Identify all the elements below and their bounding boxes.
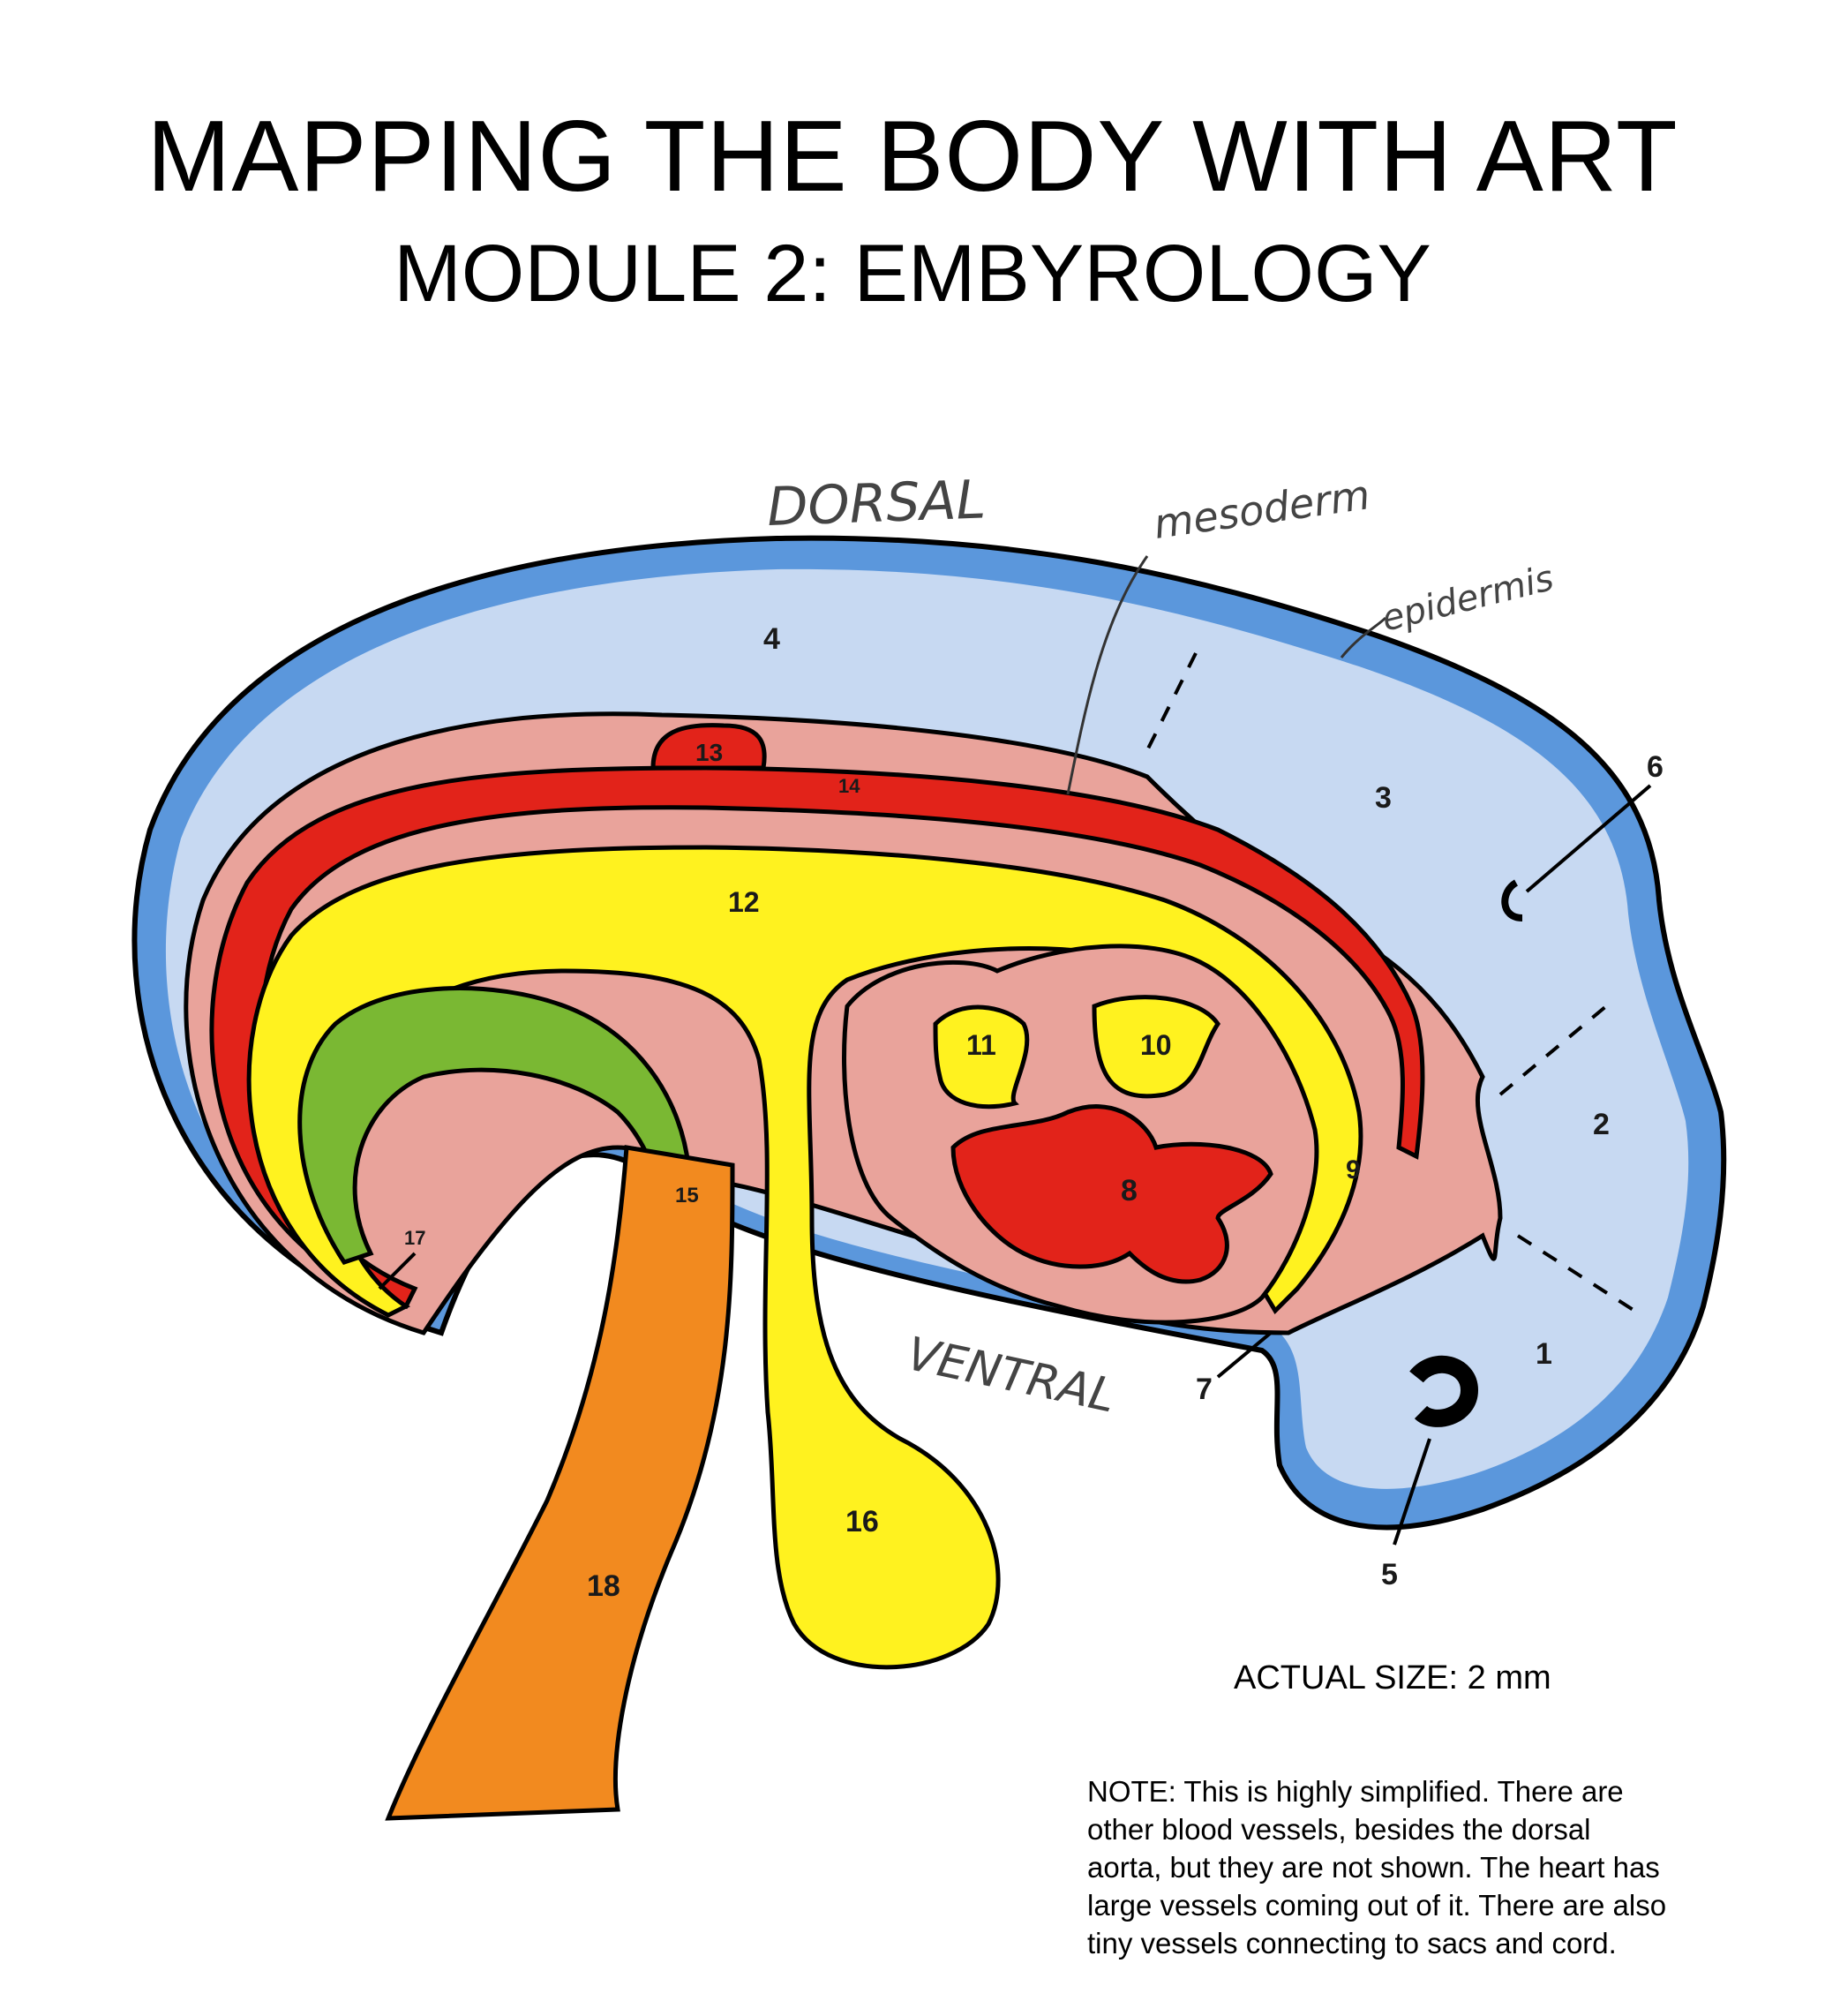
label-5: 5 [1381,1558,1398,1591]
connecting-stalk [385,1145,735,1821]
label-7: 7 [1196,1373,1213,1406]
neural-tube [650,723,767,771]
actual-size-label: ACTUAL SIZE: 2 mm [1234,1659,1551,1696]
pharyngeal-pouch-10 [1092,995,1221,1099]
pharyngeal-pouch-11 [933,1004,1030,1110]
label-13: 13 [695,739,723,766]
eye-lens [1409,1355,1479,1427]
divider-3-4 [1145,652,1198,751]
page-subtitle: MODULE 2: EMBYROLOGY [394,229,1431,319]
leader-17 [378,1252,417,1290]
note-line: large vessels coming out of it. There ar… [1087,1889,1667,1922]
leader-6 [1525,784,1652,893]
page-title: MAPPING THE BODY WITH ART [146,101,1679,213]
label-16: 16 [845,1505,879,1538]
heart [950,1104,1273,1284]
label-2: 2 [1593,1108,1610,1141]
divider-2-3 [1498,1004,1608,1096]
leader-5 [1393,1438,1431,1546]
label-4: 4 [763,622,780,656]
note-line: other blood vessels, besides the dorsal [1087,1813,1591,1846]
mesoderm-label: mesoderm [1151,470,1373,548]
ventral-label: VENTRAL [902,1328,1120,1424]
endoderm-gut [246,845,1363,1670]
divider-1-2 [1516,1234,1643,1317]
note-text: NOTE: This is highly simplified. There a… [1087,1772,1793,1962]
leader-epidermis [1340,616,1387,658]
label-10: 10 [1140,1029,1172,1061]
note-line: tiny vessels connecting to sacs and cord… [1087,1927,1617,1960]
label-14: 14 [838,775,860,797]
label-1: 1 [1536,1337,1552,1371]
leader-7 [1216,1331,1273,1379]
label-11: 11 [966,1029,996,1061]
label-12: 12 [728,886,760,918]
label-3: 3 [1375,781,1392,815]
note-line: NOTE: This is highly simplified. There a… [1087,1775,1624,1808]
otic-vesicle [1501,879,1523,921]
leader-mesoderm [1066,555,1149,795]
epidermis-label: epidermis [1378,558,1558,640]
dorsal-label: DORSAL [766,469,987,538]
label-18: 18 [587,1569,620,1603]
label-8: 8 [1121,1174,1138,1207]
label-6: 6 [1647,750,1664,784]
label-17: 17 [404,1227,425,1249]
label-9: 9 [1346,1155,1361,1185]
note-line: aorta, but they are not shown. The heart… [1087,1851,1660,1884]
label-15: 15 [675,1184,699,1207]
